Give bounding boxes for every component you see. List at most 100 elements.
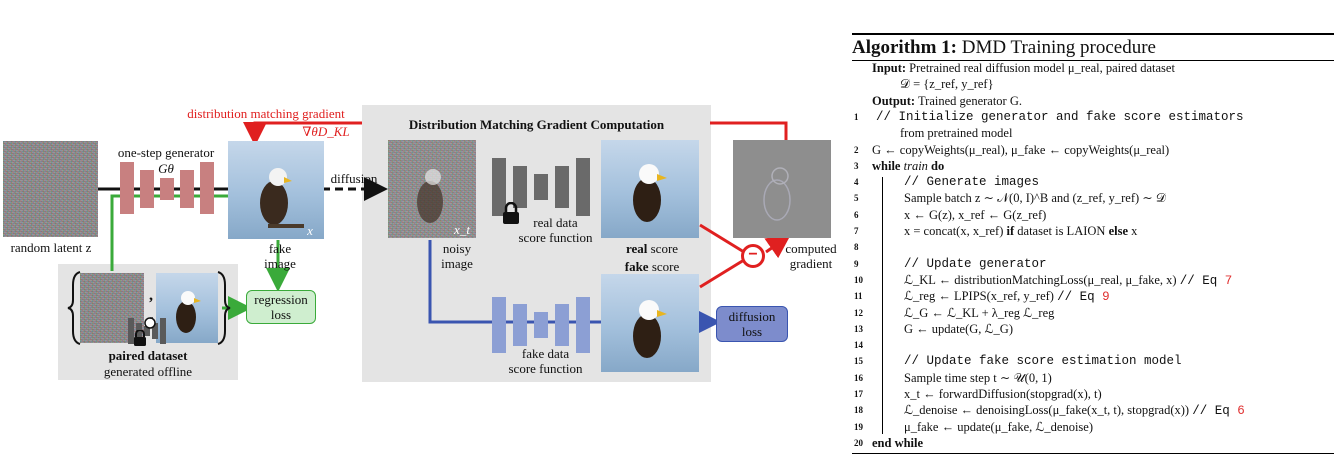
real-block-3 [534, 174, 548, 200]
paired-dataset-label: paired dataset [108, 348, 188, 363]
equation-ref: 9 [1102, 290, 1110, 305]
fake-score-to-minus [699, 258, 745, 289]
real-data-sf-label: real data score function [518, 215, 593, 245]
fake-data-sf-label: fake data score function [508, 346, 583, 376]
dataset-lock-icon [133, 329, 147, 346]
real-block-2 [513, 166, 527, 208]
line-number: 19 [854, 421, 863, 432]
noisy-image [388, 140, 476, 238]
line-text: 𝒟 = {z_ref, y_ref} [900, 77, 994, 92]
dataset-eagle-graphic [176, 291, 201, 333]
line-number: 20 [854, 437, 863, 448]
dataset-eagle-image [156, 273, 218, 343]
real-score-label: real score [612, 241, 692, 256]
line-number: 17 [854, 389, 863, 399]
gradient-graphic [763, 167, 791, 221]
dataset-comma: , [149, 287, 153, 304]
line-number: 1 [854, 111, 859, 122]
fake-eagle-graphic [633, 300, 667, 358]
computed-gradient-image [733, 140, 831, 238]
line-comment: // Eq [1057, 290, 1103, 305]
fake-score-label: fake score [612, 259, 692, 274]
line-text: // Initialize generator and fake score e… [876, 109, 1244, 124]
generator-block-3 [160, 178, 174, 200]
fake-block-4 [555, 304, 569, 346]
algorithm-title: Algorithm 1: DMD Training procedure [852, 33, 1334, 61]
line-text: ℒ_G ← ℒ_KL + λ_reg ℒ_reg [904, 305, 1055, 320]
fake-image-var: x [307, 223, 313, 238]
computed-gradient-label: computed gradient [785, 241, 837, 271]
dataset-left-brace [67, 271, 81, 345]
line-number: 15 [854, 356, 863, 367]
equation-ref: 7 [1224, 273, 1233, 288]
line-text: G ← copyWeights(μ_real), μ_fake ← copyWe… [872, 142, 1170, 157]
line-comment: // Eq [1192, 404, 1238, 419]
lock-icon [502, 201, 520, 224]
line-number: 8 [854, 242, 859, 253]
algorithm-title-rest: DMD Training procedure [957, 37, 1156, 58]
generator-symbol: Gθ [158, 161, 174, 176]
real-score-rest: score [647, 241, 679, 256]
line-text: // Generate images [904, 175, 1040, 190]
fake-block-2 [513, 304, 527, 346]
line-text: Input: Pretrained real diffusion model μ… [872, 61, 1175, 75]
generated-offline-label: generated offline [103, 364, 193, 379]
line-text: // Update generator [904, 256, 1047, 271]
real-score-image [601, 140, 699, 238]
line-code: ℒ_KL ← distributionMatchingLoss(μ_real, … [904, 272, 1180, 287]
minus-circle: − [741, 244, 765, 268]
fake-block-1 [492, 297, 506, 353]
generator-block-5 [200, 162, 214, 214]
line-number: 2 [854, 144, 859, 155]
dist-grad-symbol: ∇θD_KL [302, 124, 350, 139]
noisy-image-label: noisy image [441, 241, 473, 271]
generator-title: one-step generator [117, 145, 215, 160]
fake-score-rest: score [648, 259, 680, 274]
line-text: x ← G(z), x_ref ← G(z_ref) [904, 207, 1047, 222]
line-number: 18 [854, 405, 863, 416]
real-score-bold: real [625, 241, 648, 256]
regression-loss-label: regression loss [254, 292, 308, 322]
generator-block-2 [140, 170, 154, 208]
loop-indent-bar [882, 177, 883, 434]
regression-loss-box: regression loss [246, 290, 316, 324]
line-number: 11 [854, 291, 863, 302]
dist-grad-label: distribution matching gradient [187, 106, 345, 121]
generator-block-4 [180, 170, 194, 208]
line-text: from pretrained model [900, 126, 1013, 141]
line-text: G ← update(G, ℒ_G) [904, 321, 1013, 336]
line-text: x_t ← forwardDiffusion(stopgrad(x), t) [904, 387, 1102, 401]
algorithm-body: Input: Pretrained real diffusion model μ… [852, 61, 1334, 461]
line-text: while train do [872, 158, 945, 173]
diffusion-loss-label: diffusion loss [728, 309, 776, 339]
line-number: 10 [854, 274, 863, 285]
real-score-to-minus [699, 223, 745, 254]
algorithm-title-bold: Algorithm 1: [852, 37, 958, 58]
fake-score-image [601, 274, 699, 372]
real-eagle-graphic [633, 164, 667, 222]
dataset-cycle-icon [143, 316, 157, 330]
dataset-right-brace [217, 271, 231, 345]
fake-block-3 [534, 312, 548, 338]
line-text: x = concat(x, x_ref) if dataset is LAION… [904, 224, 1138, 238]
line-code: ℒ_denoise ← denoisingLoss(μ_fake(x_t, t)… [904, 403, 1193, 418]
line-number: 14 [854, 340, 863, 351]
line-text: ℒ_denoise ← denoisingLoss(μ_fake(x_t, t)… [904, 403, 1245, 419]
arrows-layer [67, 0, 791, 345]
line-number: 5 [854, 193, 859, 204]
diffusion-loss-box: diffusion loss [716, 306, 788, 342]
algorithm-box: Algorithm 1: DMD Training procedure Inpu… [852, 33, 1334, 454]
fake-block-5 [576, 297, 590, 353]
line-text: μ_fake ← update(μ_fake, ℒ_denoise) [904, 419, 1094, 434]
eagle-graphic [260, 168, 304, 228]
algorithm-bottom-rule [852, 453, 1334, 454]
minus-symbol: − [748, 246, 758, 263]
figure: random latent z one-step generator Gθ x … [3, 0, 837, 382]
noisy-eagle-graphic [417, 169, 443, 223]
diffusion-label: diffusion [330, 171, 378, 186]
fake-image-label: fake image [264, 241, 296, 271]
equation-ref: 6 [1237, 404, 1245, 419]
line-number: 13 [854, 323, 863, 334]
line-text: Output: Trained generator G. [872, 93, 1022, 108]
real-block-1 [492, 158, 506, 216]
